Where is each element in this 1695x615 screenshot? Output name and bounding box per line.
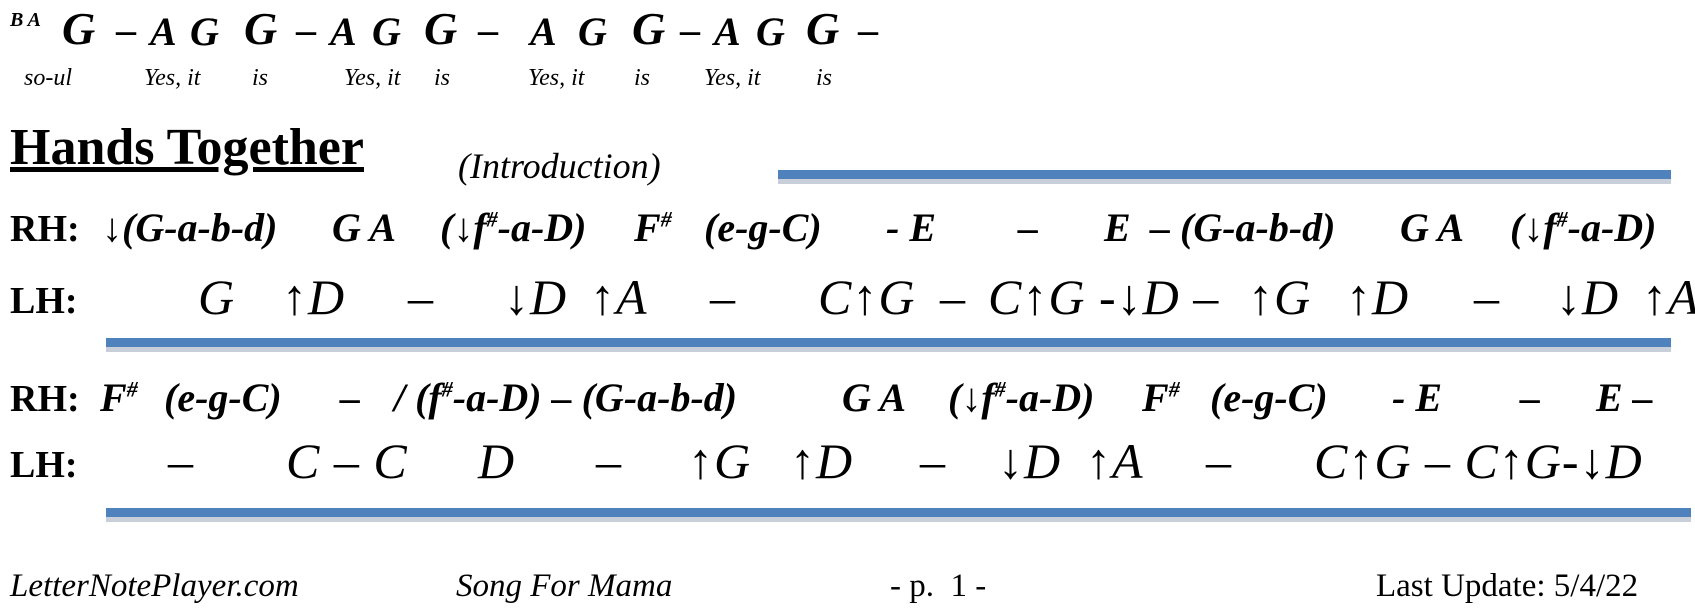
footer-updated: Last Update: 5/4/22	[1376, 568, 1639, 604]
lh-notes: ↓D	[998, 433, 1062, 489]
pickup-notes: B A	[10, 9, 41, 31]
lh-notes: ↑D	[282, 269, 346, 325]
melody-note: A	[530, 9, 557, 54]
lh-label: LH:	[10, 280, 78, 322]
lyric-syllable: Yes, it	[144, 65, 201, 91]
lyric-syllable: is	[634, 65, 651, 91]
melody-note: –	[478, 7, 498, 52]
lh-notes: ↓D	[1556, 269, 1620, 325]
footer-song: Song For Mama	[456, 568, 673, 604]
lh-notes: –	[1474, 269, 1500, 325]
melody-note: A	[150, 9, 177, 54]
rh-notes: (e-g-C)	[1210, 375, 1328, 420]
lh-notes: C↑G – C↑G-↓D	[1314, 433, 1643, 489]
rh-notes: –	[1018, 205, 1038, 250]
rh-notes: – (G-a-b-d)	[1150, 205, 1346, 250]
lyric-syllable: Yes, it	[528, 65, 585, 91]
rh-notes: G A	[332, 205, 404, 250]
rh-notes: (↓f#-a-D)	[948, 375, 1105, 420]
rh-notes: G A	[842, 375, 914, 420]
rh-notes: F#	[634, 205, 672, 250]
rh-notes: (↓f#-a-D)	[440, 205, 597, 250]
rh-notes: F#	[100, 375, 138, 420]
lh-label: LH:	[10, 444, 78, 486]
melody-note: A	[330, 9, 357, 54]
rh-notes: E	[1104, 205, 1131, 250]
melody-note: G	[756, 9, 785, 54]
melody-note: G	[424, 3, 458, 54]
lh-notes: –	[1206, 433, 1232, 489]
lh-notes: ↑D	[790, 433, 854, 489]
melody-note: G	[190, 9, 219, 54]
melody-note: G	[62, 3, 96, 54]
lh-notes: –	[710, 269, 736, 325]
section-title: Hands Together	[10, 119, 364, 176]
lh-notes: ↑G	[688, 433, 752, 489]
lyric-syllable: is	[252, 65, 269, 91]
lh-notes: –	[408, 269, 434, 325]
lh-notes: ↑A	[590, 269, 648, 325]
lh-notes: C – C	[286, 433, 408, 489]
melody-note: –	[680, 7, 700, 52]
row-rule-1	[106, 338, 1671, 347]
footer-page: - p. 1 -	[890, 568, 987, 604]
lh-notes: ↑A	[1642, 269, 1695, 325]
lh-notes: –	[596, 433, 622, 489]
melody-note: G	[244, 3, 278, 54]
lh-notes: ↑A	[1086, 433, 1144, 489]
lyric-syllable: Yes, it	[704, 65, 761, 91]
lyric-syllable: so-ul	[24, 65, 72, 91]
lyric-syllable: is	[816, 65, 833, 91]
lh-notes: D	[478, 433, 516, 489]
lh-notes: –	[940, 269, 966, 325]
lh-notes: G	[198, 269, 236, 325]
rh-notes: / (f#-a-D) – (G-a-b-d)	[394, 375, 748, 420]
rh-notes: (e-g-C)	[164, 375, 282, 420]
melody-note: G	[806, 3, 840, 54]
rh-notes: - E	[886, 205, 936, 250]
lh-notes: –	[168, 433, 194, 489]
melody-note: G	[372, 9, 401, 54]
melody-note: G	[632, 3, 666, 54]
rh-notes: F#	[1142, 375, 1180, 420]
lh-notes: C↑G -↓D –	[988, 269, 1220, 325]
rh-notes: –	[340, 375, 360, 420]
melody-note: –	[296, 7, 316, 52]
lyric-syllable: Yes, it	[344, 65, 401, 91]
melody-note: G	[578, 9, 607, 54]
section-subtitle: (Introduction)	[458, 146, 661, 186]
rh-notes: E –	[1596, 375, 1653, 420]
rh-notes: G A	[1400, 205, 1472, 250]
rh-notes: (e-g-C)	[704, 205, 822, 250]
melody-note: –	[858, 7, 878, 52]
lh-notes: –	[920, 433, 946, 489]
rh-notes: ↓(G-a-b-d)	[102, 205, 288, 250]
lh-notes: ↓D	[504, 269, 568, 325]
rh-notes: –	[1520, 375, 1540, 420]
footer-site: LetterNotePlayer.com	[10, 568, 299, 604]
rh-notes: (↓f#-a-D)	[1510, 205, 1657, 250]
lh-notes: ↑D	[1346, 269, 1410, 325]
rh-notes: - E	[1392, 375, 1442, 420]
rh-label: RH:	[10, 208, 80, 250]
lh-notes: C↑G	[818, 269, 916, 325]
lh-notes: ↑G	[1248, 269, 1312, 325]
melody-note: A	[714, 9, 741, 54]
melody-note: –	[116, 7, 136, 52]
rh-label: RH:	[10, 378, 80, 420]
title-rule	[778, 170, 1671, 179]
row-rule-2	[106, 508, 1691, 517]
lyric-syllable: is	[434, 65, 451, 91]
